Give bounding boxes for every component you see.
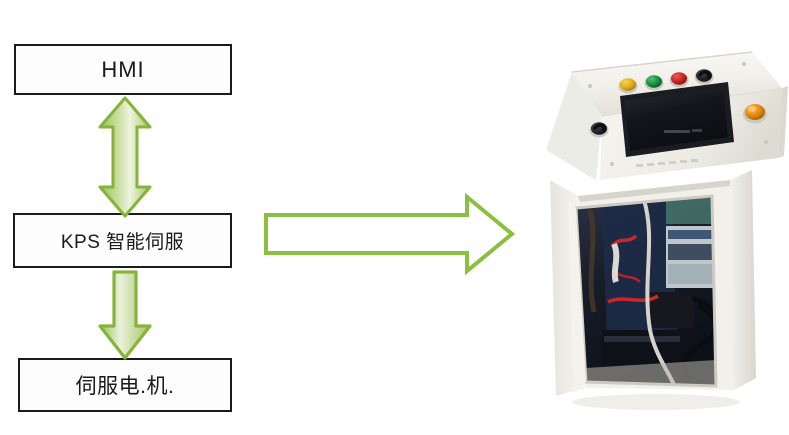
flow-box-kps-servo: KPS 智能伺服: [13, 213, 232, 268]
flow-box-servo-motor: 伺服电.机.: [18, 358, 232, 412]
flow-box-kps-servo-label: KPS 智能伺服: [60, 232, 185, 253]
pilot-button-green[interactable]: [644, 75, 664, 91]
cabinet-interior: [576, 196, 716, 386]
flow-box-hmi: HMI: [14, 44, 232, 95]
selector-switch-right[interactable]: [694, 69, 714, 85]
selector-switch-left[interactable]: [589, 122, 609, 138]
down-arrow: [98, 270, 152, 360]
control-panel: [546, 51, 788, 180]
panel-silkscreen-text: [636, 159, 698, 167]
right-arrow: [264, 192, 516, 276]
control-cabinet-photo: [516, 30, 789, 415]
flow-box-servo-motor-label: 伺服电.机.: [75, 375, 175, 398]
pilot-button-red[interactable]: [669, 72, 689, 88]
hmi-touchscreen[interactable]: [620, 82, 734, 157]
bidirectional-vertical-arrow: [98, 96, 152, 218]
emergency-button-orange[interactable]: [743, 104, 767, 124]
pilot-button-yellow[interactable]: [618, 78, 638, 94]
flow-box-hmi-label: HMI: [101, 56, 145, 82]
